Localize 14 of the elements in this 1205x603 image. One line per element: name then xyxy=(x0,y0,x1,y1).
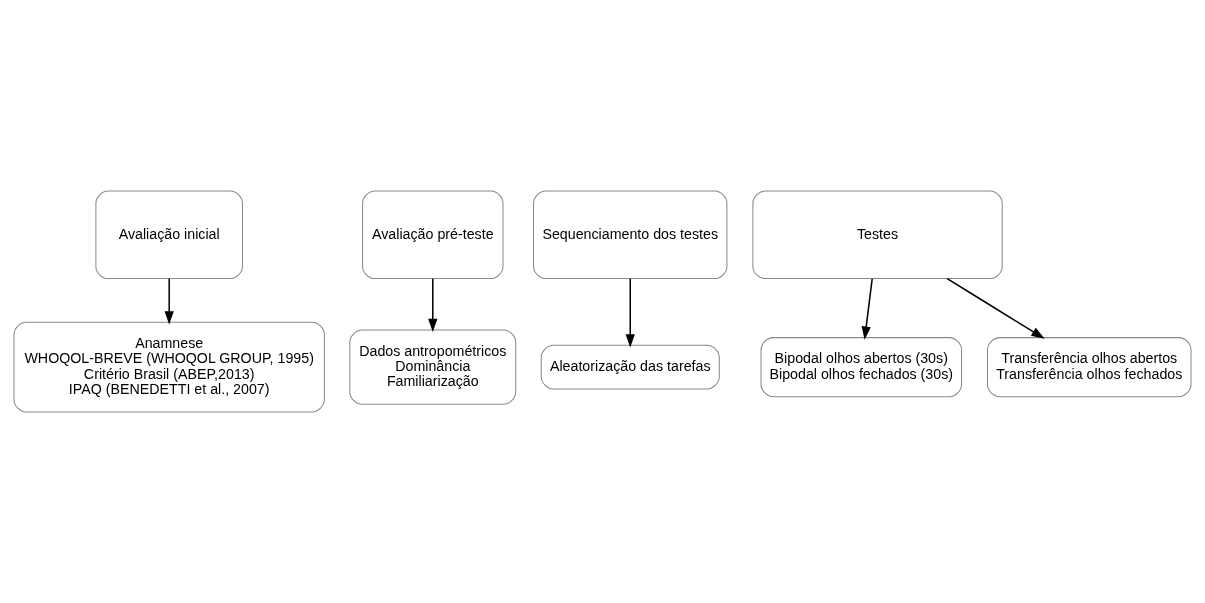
node-box: Bipodal olhos abertos (30s) Bipodal olhos fechados (30s) xyxy=(760,337,963,398)
arrow xyxy=(861,278,873,340)
node-box: Sequenciamento dos testes xyxy=(533,190,728,280)
arrow xyxy=(428,278,438,332)
node-box: Transferência olhos abertos Transferência olhos fechados xyxy=(986,337,1192,398)
node-box: Dados antropométricos Dominância Familiarização xyxy=(349,329,517,405)
node-box: Avaliação inicial xyxy=(95,190,243,280)
arrow xyxy=(164,278,174,325)
arrow xyxy=(946,277,1045,339)
node-box: Anamnese WHOQOL-BREVE (WHOQOL GROUP, 1995) Critério Brasil (ABEP,2013) IPAQ (BENEDETTI et al., 2007) xyxy=(13,321,325,413)
arrow xyxy=(625,278,635,348)
node-box: Aleatorização das tarefas xyxy=(540,344,720,390)
node-box: Avaliação pré-teste xyxy=(362,190,504,280)
node-box: Testes xyxy=(752,190,1003,280)
